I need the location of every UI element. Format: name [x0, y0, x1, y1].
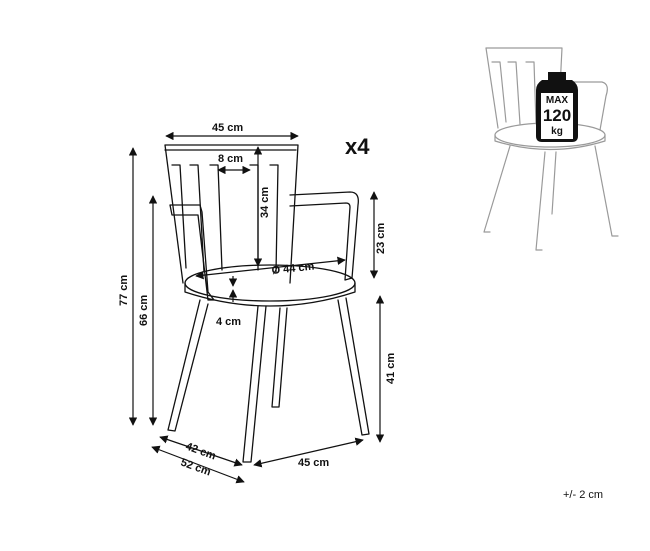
right-armrest [289, 191, 359, 281]
legs [167, 297, 370, 463]
label-seat-thickness: 4 cm [216, 316, 241, 328]
tolerance-label: +/- 2 cm [563, 489, 603, 501]
dimension-lines [128, 131, 385, 484]
label-leg-height: 41 cm [385, 353, 397, 384]
label-total-height: 77 cm [118, 275, 130, 306]
label-armrest-height: 23 cm [375, 223, 387, 254]
backrest-frame [164, 144, 299, 284]
left-armrest [169, 204, 215, 301]
badge-value: 120 [543, 106, 571, 125]
weight-badge: MAX 120 kg [536, 72, 578, 142]
badge-max: MAX [546, 95, 569, 106]
label-seat-diameter: Ø 44 cm [271, 261, 315, 277]
label-back-slot: 8 cm [218, 153, 243, 165]
backrest-slats [164, 149, 297, 273]
label-width-bottom: 45 cm [298, 457, 329, 469]
quantity-label: x4 [345, 134, 370, 159]
leg-front-right [242, 305, 267, 463]
badge-unit: kg [551, 126, 563, 137]
label-seat-height-side: 66 cm [138, 295, 150, 326]
leg-back-right [337, 297, 370, 436]
label-back-height: 34 cm [259, 187, 271, 218]
leg-front-left [167, 299, 209, 432]
leg-back-left [271, 307, 288, 408]
label-width-top: 45 cm [212, 122, 243, 134]
